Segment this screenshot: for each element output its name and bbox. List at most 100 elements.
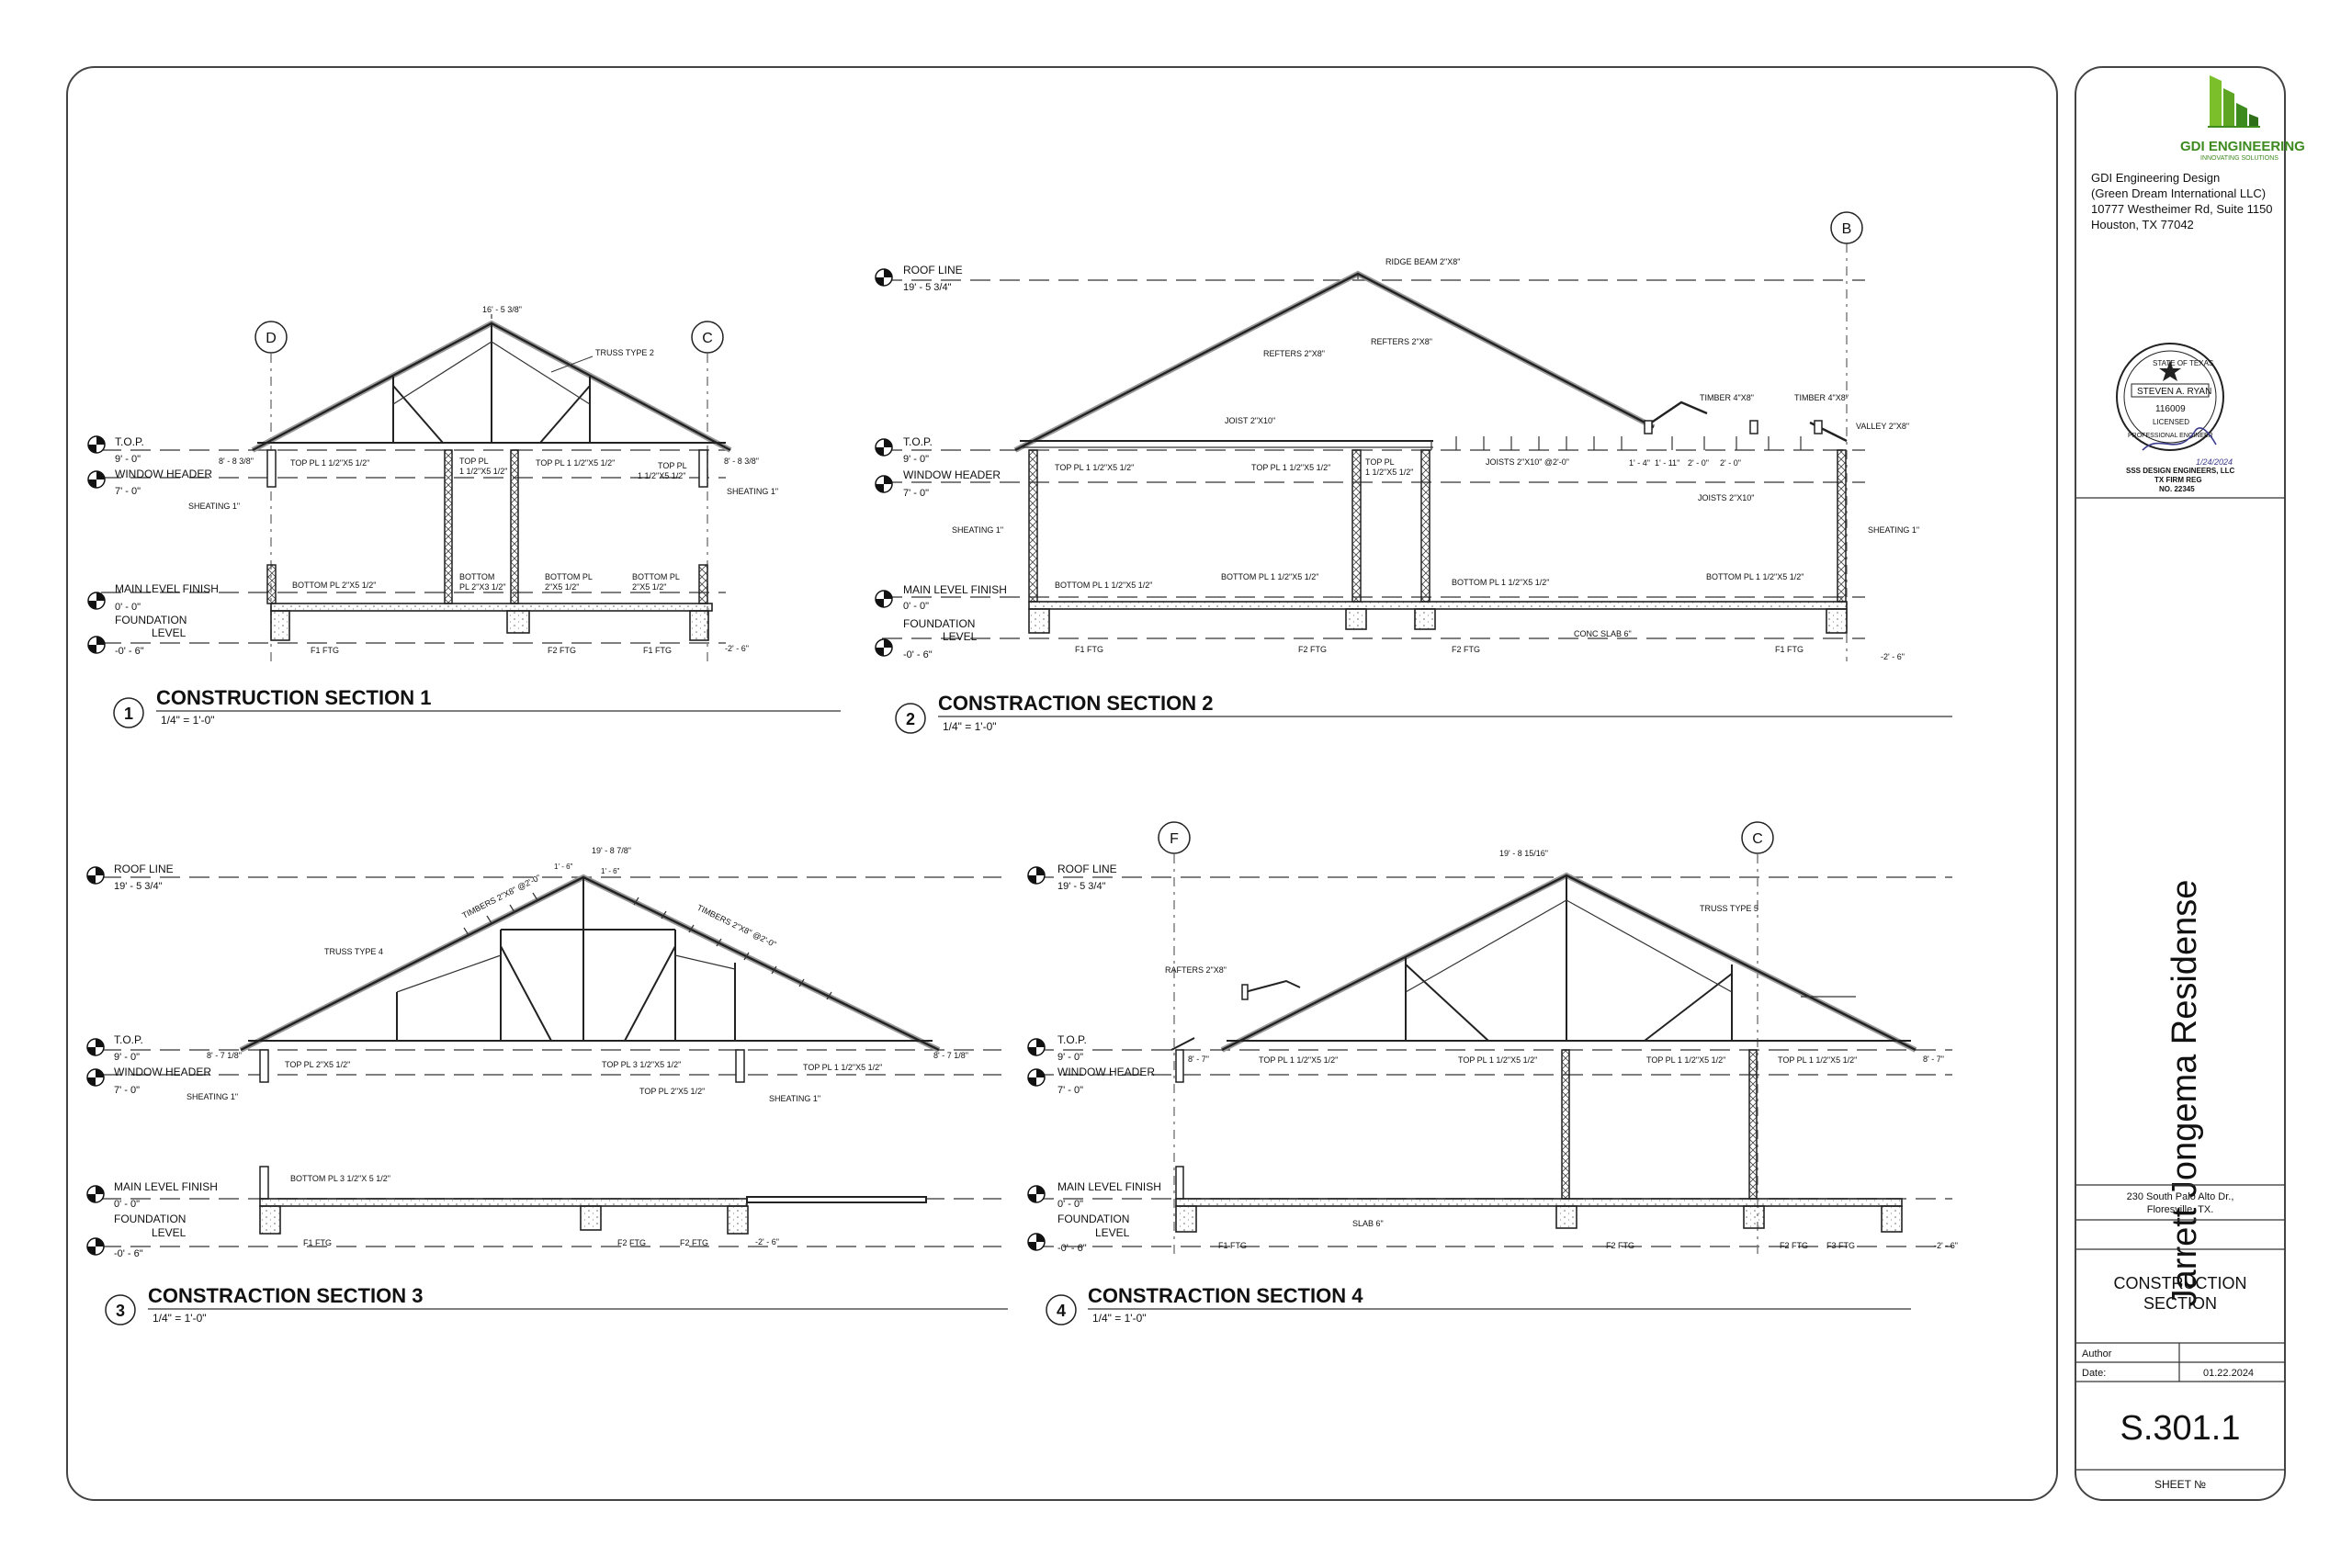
sheet-label: SHEET № (2154, 1478, 2206, 1491)
s1-top-pl-d2: 1 1/2"X5 1/2" (638, 471, 685, 480)
s3-title: CONSTRACTION SECTION 3 (148, 1284, 423, 1307)
level-marker-header (1027, 1068, 1046, 1087)
sheet-title-1: CONSTRUCTION (2114, 1274, 2247, 1292)
level-marker-foundation (875, 638, 893, 657)
s2-f1-right: F1 FTG (1775, 645, 1804, 654)
company-address-1: GDI Engineering Design (2091, 171, 2220, 185)
s1-f1-right: F1 FTG (643, 646, 672, 655)
level-main-name: MAIN LEVEL FINISH (115, 582, 219, 595)
s2-title: CONSTRACTION SECTION 2 (938, 692, 1213, 715)
s4-number-bubble (1046, 1294, 1077, 1325)
level-header-name: WINDOW HEADER (114, 1066, 211, 1078)
level-header-name: WINDOW HEADER (115, 468, 212, 480)
s1-bot-b2: PL 2"X3 1/2" (459, 582, 506, 592)
level-marker-foundation (87, 636, 106, 654)
s4-top-pl-a: TOP PL 1 1/2"X5 1/2" (1259, 1055, 1338, 1065)
s1-bot-d1: BOTTOM PL (632, 572, 680, 581)
sheet-title-2: SECTION (2143, 1294, 2217, 1313)
s1-bot-b1: BOTTOM (459, 572, 494, 581)
s3-sheating-left: SHEATING 1" (187, 1092, 238, 1101)
s3-right-dim: 8' - 7 1/8" (933, 1051, 968, 1060)
s1-f2: F2 FTG (548, 646, 576, 655)
section-3: ROOF LINE 19' - 5 3/4" T.O.P. 9' - 0" WI… (86, 846, 1008, 1325)
s2-number: 2 (906, 710, 915, 728)
s3-depth: -2' - 6" (755, 1237, 779, 1247)
s3-number-bubble (105, 1294, 136, 1325)
level-top-value: 9' - 0" (114, 1052, 140, 1063)
s1-truss-label: TRUSS TYPE 2 (595, 348, 654, 357)
level-marker-foundation (1027, 1233, 1046, 1251)
s1-left-dim: 8' - 8 3/8" (219, 457, 254, 466)
s2-f1-left: F1 FTG (1075, 645, 1103, 654)
s1-top-pl-b1: TOP PL (459, 457, 489, 466)
s2-sheating-left: SHEATING 1" (952, 525, 1003, 535)
level-main-value: 0' - 0" (114, 1199, 140, 1210)
s1-top-pl-a: TOP PL 1 1/2"X5 1/2" (290, 458, 369, 468)
level-marker-header (875, 475, 893, 493)
s1-top-pl-c: TOP PL 1 1/2"X5 1/2" (536, 458, 615, 468)
signature (2142, 427, 2217, 451)
grid-label-f: F (1170, 831, 1179, 847)
seal-license-number: 116009 (2155, 404, 2186, 414)
grid-bubble-c (1741, 821, 1774, 854)
author-label: Author (2082, 1348, 2112, 1359)
s3-bottom-pl: BOTTOM PL 3 1/2"X 5 1/2" (290, 1174, 390, 1183)
s4-left-dim: 8' - 7" (1188, 1055, 1209, 1064)
s1-bot-a: BOTTOM PL 2"X5 1/2" (292, 581, 376, 590)
grid-bubble-f (1158, 821, 1191, 854)
section-4: ROOF LINE 19' - 5 3/4" T.O.P. 9' - 0" WI… (1027, 821, 1958, 1325)
s3-f2-a: F2 FTG (617, 1238, 646, 1247)
seal-licensed: LICENSED (2153, 418, 2189, 426)
s4-f3: F3 FTG (1826, 1241, 1855, 1250)
s2-f2-b: F2 FTG (1452, 645, 1480, 654)
level-header-name: WINDOW HEADER (1057, 1066, 1155, 1078)
level-marker-main (1027, 1185, 1046, 1203)
s3-number: 3 (116, 1302, 125, 1320)
level-foundation-value: -0' - 6" (115, 646, 144, 657)
level-main-value: 0' - 0" (115, 602, 141, 613)
level-foundation-value: -0' - 6" (903, 649, 933, 660)
gdi-logo (2208, 75, 2260, 128)
level-marker-main (875, 590, 893, 608)
level-marker-roof (875, 268, 893, 287)
s2-bot-c: BOTTOM PL 1 1/2"X5 1/2" (1452, 578, 1549, 587)
s2-timber-b: TIMBER 4"X8" (1794, 393, 1849, 402)
s2-dim-3: 2' - 0" (1688, 458, 1709, 468)
level-main-name: MAIN LEVEL FINISH (1057, 1180, 1161, 1193)
s3-sheating-right: SHEATING 1" (769, 1094, 820, 1103)
level-foundation-name2: LEVEL (152, 626, 187, 639)
s1-number-bubble (113, 697, 144, 728)
s2-top-pl-b: TOP PL 1 1/2"X5 1/2" (1251, 463, 1330, 472)
level-main-value: 0' - 0" (903, 601, 929, 612)
level-foundation-name: FOUNDATION (903, 617, 975, 630)
s2-sheating-right: SHEATING 1" (1868, 525, 1919, 535)
level-top-value: 9' - 0" (1057, 1052, 1083, 1063)
level-marker-top (87, 435, 106, 454)
company-address-4: Houston, TX 77042 (2091, 218, 2194, 231)
grid-bubble-d (254, 321, 288, 354)
firm-name: SSS DESIGN ENGINEERS, LLC (2126, 467, 2234, 475)
s3-truss-label: TRUSS TYPE 4 (324, 947, 383, 956)
s4-title: CONSTRACTION SECTION 4 (1088, 1284, 1363, 1307)
level-marker-header (86, 1068, 105, 1087)
s1-f1-left: F1 FTG (311, 646, 339, 655)
level-marker-roof (86, 866, 105, 885)
grid-label-b: B (1842, 221, 1852, 237)
s4-top-pl-c: TOP PL 1 1/2"X5 1/2" (1646, 1055, 1725, 1065)
level-top-name: T.O.P. (903, 435, 933, 448)
level-foundation-name2: LEVEL (1095, 1226, 1130, 1239)
s3-top-pl-c: TOP PL 1 1/2"X5 1/2" (803, 1063, 882, 1072)
s2-slab: CONC SLAB 6" (1574, 629, 1632, 638)
level-marker-roof (1027, 866, 1046, 885)
level-foundation-name2: LEVEL (152, 1226, 187, 1239)
s3-timbers-left: TIMBERS 2"X8" @2'-0" (460, 873, 542, 920)
level-header-value: 7' - 0" (115, 486, 141, 497)
s2-f2-a: F2 FTG (1298, 645, 1327, 654)
s2-top-pl-c1: TOP PL (1365, 457, 1395, 467)
grid-label-c: C (702, 331, 713, 346)
s2-ridge-label: RIDGE BEAM 2"X8" (1385, 257, 1460, 266)
s1-bot-c1: BOTTOM PL (545, 572, 593, 581)
s2-dim-1: 1' - 4" (1629, 458, 1650, 468)
level-marker-top (86, 1038, 105, 1056)
